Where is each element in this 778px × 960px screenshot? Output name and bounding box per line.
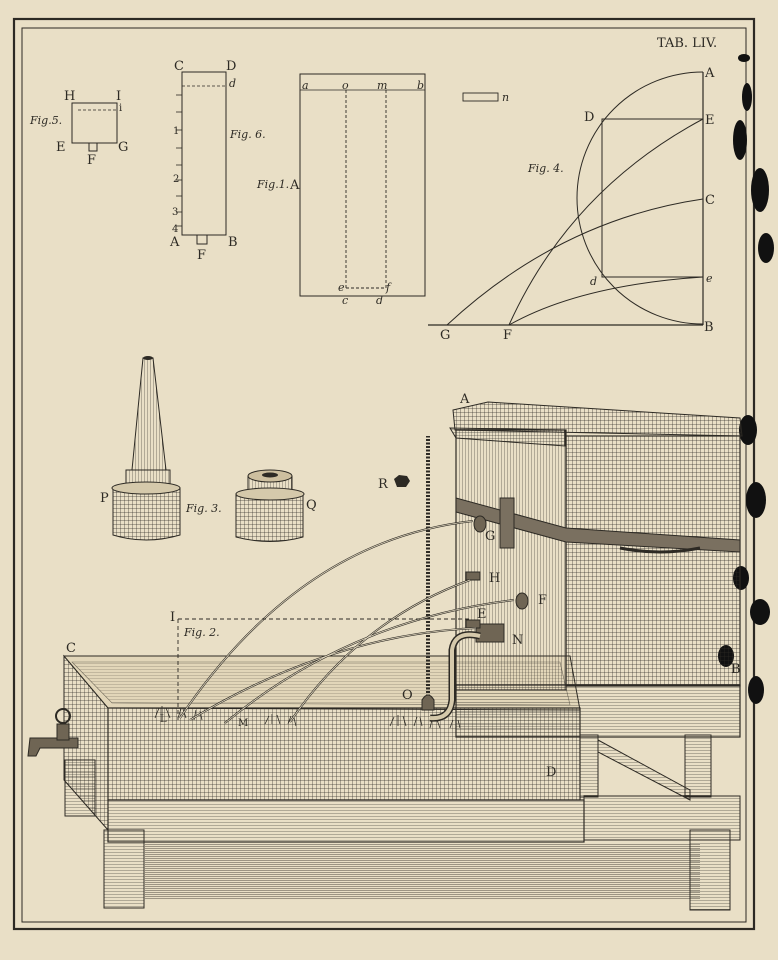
- fig2-caption: Fig. 2.: [183, 626, 220, 639]
- fig4-label-E: E: [705, 113, 715, 128]
- fig6-scale-3: 3: [172, 207, 178, 218]
- fig4-label-B: B: [704, 320, 714, 335]
- fig6-caption: Fig. 6.: [229, 128, 266, 141]
- fig4-label-A: A: [704, 66, 715, 81]
- fig1-diagram: a o m b n e f c d Fig.1. A: [256, 73, 509, 307]
- fig4-label-D: D: [584, 110, 594, 125]
- ink-blots: [718, 54, 774, 704]
- fig2-label-E: E: [477, 607, 487, 622]
- fig3-caption: Fig. 3.: [185, 502, 222, 515]
- fig2-label-A: A: [459, 392, 470, 407]
- fig6-label-C: C: [174, 59, 184, 74]
- fig6-scale-2: 2: [173, 174, 179, 185]
- fig1-label-m: m: [377, 79, 387, 92]
- fig5-caption: Fig.5.: [29, 114, 62, 127]
- fig5-label-F: F: [87, 153, 96, 168]
- fig1-label-o: o: [342, 79, 349, 92]
- fig5-diagram: H I i E F G Fig.5.: [29, 89, 128, 168]
- fig1-label-a: a: [302, 79, 309, 92]
- fig6-scale-1: 1: [173, 126, 179, 137]
- fig4-label-F: F: [503, 328, 512, 343]
- fig2-label-O: O: [402, 688, 413, 703]
- plate-label: TAB. LIV.: [657, 36, 717, 51]
- fig2-apparatus: A B C D E F G H I L M N O R Fig. 2.: [27, 392, 743, 911]
- fig1-label-d: d: [376, 294, 383, 307]
- plate-outer-border: [12, 17, 756, 931]
- plate-inner-border: [21, 27, 747, 923]
- fig5-label-I: I: [116, 89, 121, 104]
- fig2-label-G: G: [485, 529, 495, 544]
- fig6-scale-4: 4: [172, 224, 178, 235]
- fig1-label-b: b: [417, 79, 424, 92]
- fig5-label-i: i: [119, 103, 122, 114]
- fig2-label-N: N: [512, 633, 523, 648]
- fig6-label-F: F: [197, 248, 206, 263]
- fig1-label-e: e: [338, 281, 345, 294]
- fig4-caption: Fig. 4.: [527, 162, 564, 175]
- fig2-label-H: H: [489, 571, 500, 586]
- fig4-label-e: e: [706, 272, 713, 285]
- fig1-label-A: A: [289, 178, 300, 193]
- fig1-caption: Fig.1.: [256, 178, 289, 191]
- fig2-label-F: F: [538, 593, 547, 608]
- fig2-label-M: M: [238, 718, 248, 729]
- fig2-label-C: C: [66, 641, 76, 656]
- fig3-label-P: P: [100, 491, 109, 506]
- fig2-label-I: I: [170, 610, 175, 625]
- fig4-label-G: G: [440, 328, 450, 343]
- fig1-label-n: n: [502, 91, 509, 104]
- fig1-label-f: f: [385, 281, 392, 294]
- fig6-diagram: 1 2 3 4 C D d A B F Fig. 6.: [169, 59, 266, 263]
- fig6-label-B: B: [228, 235, 238, 250]
- fig6-label-D: D: [226, 59, 236, 74]
- fig4-label-C: C: [705, 193, 715, 208]
- fig3-label-Q: Q: [306, 498, 317, 513]
- fig5-label-G: G: [118, 140, 128, 155]
- fig1-label-c: c: [342, 294, 348, 307]
- fig4-label-d: d: [590, 275, 597, 288]
- fig5-label-H: H: [64, 89, 75, 104]
- fig2-label-B: B: [731, 662, 741, 677]
- fig6-label-d: d: [229, 77, 236, 90]
- fig2-label-L: L: [160, 714, 167, 725]
- fig5-label-E: E: [56, 140, 66, 155]
- fig2-label-R: R: [378, 477, 389, 492]
- fig2-label-D: D: [546, 765, 556, 780]
- fig6-label-A: A: [169, 235, 180, 250]
- fig4-diagram: A D E C d e G F B Fig. 4.: [428, 66, 715, 343]
- fig3-nozzles: P Q Fig. 3.: [100, 356, 317, 542]
